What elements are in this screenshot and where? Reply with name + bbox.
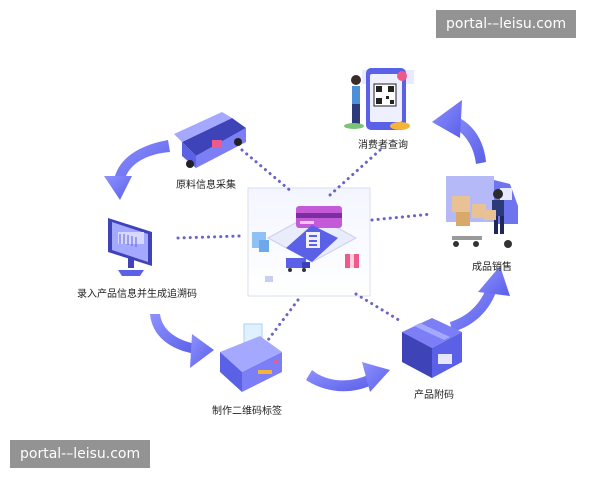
center-platform-icon	[247, 187, 371, 297]
monitor-icon	[108, 218, 152, 276]
connector-attach-code	[354, 292, 404, 324]
arrow-van-to-monitor	[104, 140, 170, 200]
connector-sales	[370, 212, 434, 222]
delivery-van-icon	[174, 112, 246, 168]
consumer-query-label: 消费者查询	[358, 140, 408, 151]
attach-code-label: 产品附码	[414, 390, 454, 401]
connector-product-entry	[176, 234, 242, 240]
connector-raw-material	[240, 148, 294, 194]
raw-material-label: 原料信息采集	[176, 180, 236, 191]
label-print-label: 制作二维码标签	[212, 406, 282, 417]
delivery-person-icon	[446, 176, 518, 248]
watermark-bottom: portal-–leisu.com	[10, 440, 151, 468]
arrow-box-to-sales	[450, 266, 510, 332]
package-box-icon	[402, 318, 462, 378]
arrow-monitor-to-printer	[150, 314, 214, 368]
watermark-top: portal-–leisu.com	[436, 10, 577, 38]
arrow-sales-to-consumer	[432, 100, 486, 164]
product-entry-label: 录入产品信息并生成追溯码	[77, 289, 197, 300]
dotted-connectors	[176, 148, 434, 342]
arrow-printer-to-box	[306, 362, 390, 392]
connector-label-print	[266, 298, 300, 342]
label-printer-icon	[220, 323, 282, 392]
phone-qr-icon	[344, 68, 414, 130]
connector-consumer	[328, 148, 382, 197]
flow-arrows	[104, 100, 510, 392]
sales-label: 成品销售	[472, 262, 512, 273]
